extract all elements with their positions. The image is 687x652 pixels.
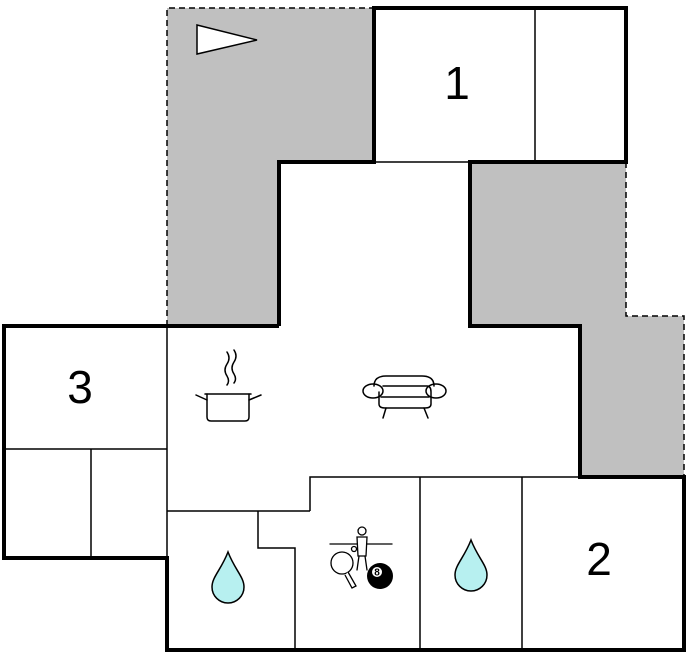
cooking-pot-icon <box>195 349 262 422</box>
billiard-ball-icon: 8 <box>367 563 393 589</box>
billiard-ball-number: 8 <box>374 568 380 579</box>
room-label-1: 1 <box>444 57 470 109</box>
room-labels: 1 2 3 <box>67 57 612 585</box>
sofa-icon <box>362 375 447 419</box>
water-drop-icon <box>454 537 488 592</box>
north-arrow-icon <box>196 24 258 55</box>
terrace-boundary-left <box>166 7 374 326</box>
wall-top-section <box>2 6 686 652</box>
terrace-boundary-right <box>625 162 685 477</box>
foosball-icon <box>329 526 393 571</box>
interior-walls <box>4 8 580 650</box>
room-label-2: 2 <box>586 533 612 585</box>
table-tennis-icon <box>330 545 358 589</box>
wall-bath-notch <box>257 511 296 650</box>
wall-corridor <box>309 476 580 511</box>
room-label-3: 3 <box>67 361 93 413</box>
terrace-boundaries <box>166 7 685 477</box>
terrace-top-left <box>167 8 374 326</box>
terrace-areas <box>167 8 684 477</box>
exterior-walls <box>2 6 686 652</box>
terrace-right <box>470 162 684 477</box>
water-drop-icon <box>211 549 245 604</box>
